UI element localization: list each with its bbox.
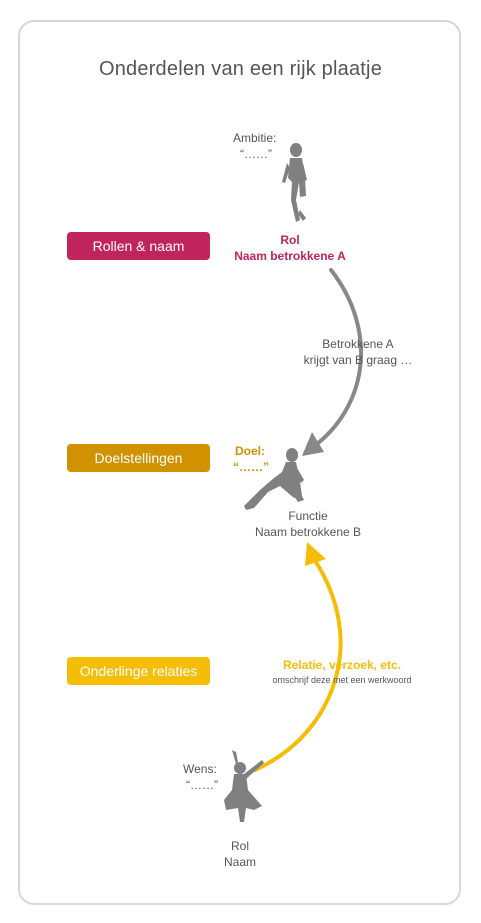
relation-subtitle: omschrijf deze met een werkwoord xyxy=(272,675,412,685)
person-b-name: Naam betrokkene B xyxy=(254,525,362,539)
label-relations-text: Onderlinge relaties xyxy=(79,663,198,679)
person-c-role: Rol xyxy=(230,839,249,853)
arrow-a-to-b-line1: Betrokkene A xyxy=(322,337,394,351)
person-a-role: Rol xyxy=(280,233,300,247)
label-goals-text: Doelstellingen xyxy=(94,450,183,466)
arrow-a-to-b-head xyxy=(302,432,324,456)
label-goals: Doelstellingen xyxy=(67,444,210,472)
label-roles: Rollen & naam xyxy=(67,232,210,260)
arrow-relation xyxy=(253,554,343,772)
label-relations: Onderlinge relaties xyxy=(67,657,210,685)
person-b-silhouette xyxy=(244,448,304,510)
person-b-function: Functie xyxy=(288,509,328,523)
person-a-silhouette xyxy=(282,143,307,222)
arrow-a-to-b-line2: krijgt van B graag … xyxy=(303,353,413,367)
person-b-goal-value: “……” xyxy=(233,460,269,474)
person-c-wish-label: Wens: xyxy=(183,762,217,776)
person-a-ambition-value: “……” xyxy=(240,147,272,161)
person-c-wish-value: “……” xyxy=(186,778,218,792)
diagram-title: Onderdelen van een rijk plaatje xyxy=(98,58,383,80)
arrow-relation-head xyxy=(305,542,326,566)
relation-title: Relatie, verzoek, etc. xyxy=(282,658,402,672)
label-roles-text: Rollen & naam xyxy=(92,238,185,254)
person-a-name: Naam betrokkene A xyxy=(234,249,346,263)
person-b-goal-label: Doel: xyxy=(235,444,265,458)
person-c-name: Naam xyxy=(223,855,256,869)
person-a-ambition-label: Ambitie: xyxy=(233,131,277,145)
arrow-a-to-b xyxy=(304,268,364,454)
person-c-silhouette xyxy=(224,750,264,822)
